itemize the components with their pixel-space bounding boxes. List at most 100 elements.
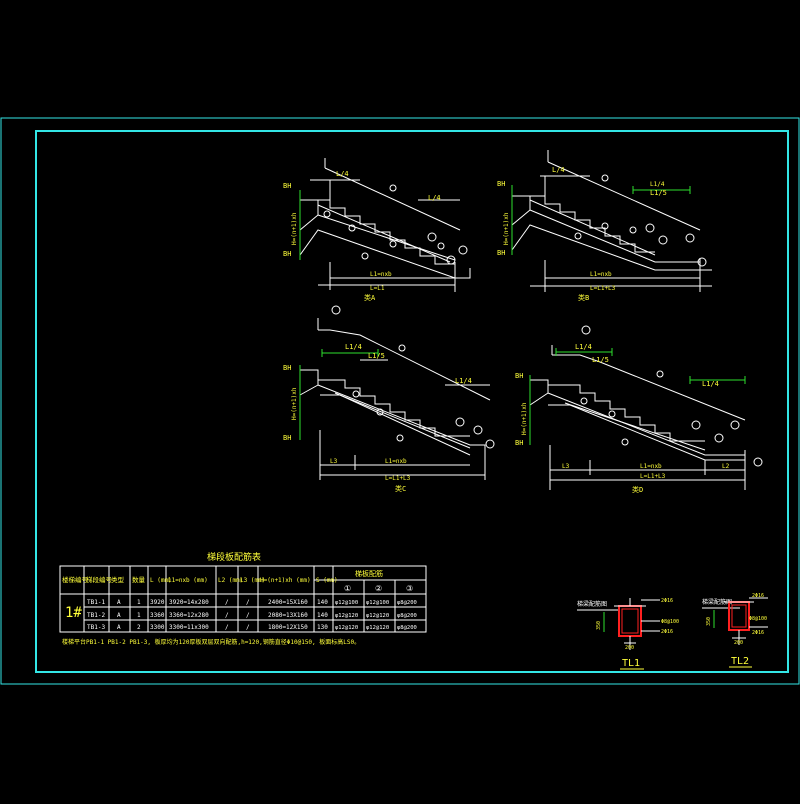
stair-a-label-3: L1=nxb bbox=[370, 271, 392, 278]
cell: 3360 bbox=[150, 612, 165, 619]
th-l: L (mm) bbox=[150, 577, 172, 584]
stair-section-c: L1/5 L1/4 L1/4 L3 L1=nxb L=L1+L3 H=(n+1)… bbox=[283, 305, 495, 493]
cell: 3920=14x280 bbox=[169, 599, 209, 606]
cell: 3300 bbox=[150, 624, 165, 631]
table-title: 梯段板配筋表 bbox=[207, 551, 261, 563]
stair-d-label-4: L3 bbox=[562, 463, 570, 470]
stair-section-b: L/4 L1/5 L1/4 L1=nxb L=L1+L3 H=(n+1)xh B… bbox=[497, 150, 712, 302]
table-row: TB1-1 A 1 3920 3920=14x280 / / 2400=15X1… bbox=[87, 599, 417, 606]
th-h: H=(n+1)xh (mm) bbox=[260, 577, 311, 584]
cell: / bbox=[246, 599, 250, 606]
tl2-bottom-bar: 2Φ16 bbox=[752, 630, 764, 636]
cell: 2 bbox=[137, 624, 141, 631]
cell: 2080=13X160 bbox=[268, 612, 308, 619]
th-rebar-1: ① bbox=[344, 584, 351, 593]
table-row: TB1-2 A 1 3360 3360=12x280 / / 2080=13X1… bbox=[87, 612, 417, 619]
outer-sheet-frame bbox=[0, 117, 800, 685]
th-l1: L1=nxb (mm) bbox=[168, 577, 208, 584]
tl1-height: 350 bbox=[596, 621, 602, 630]
reinforcement-table: 梯段板配筋表 楼梯编号 梯段编号 类型 数量 L (mm) L1=nxb (mm… bbox=[59, 551, 427, 646]
cell: φ8@200 bbox=[397, 613, 417, 619]
tl1-caption: 梯梁配筋图 bbox=[577, 600, 607, 608]
beam-tl1-section: 梯梁配筋图 2Φ16 Φ8@100 2Φ16 200 350 TL1 bbox=[577, 598, 679, 670]
stair-c-label-4: L3 bbox=[330, 458, 338, 465]
cell: / bbox=[225, 599, 229, 606]
stair-d-label-3: L1/4 bbox=[702, 380, 719, 388]
stair-b-elev-top: BH bbox=[497, 180, 505, 188]
cell: φ12@100 bbox=[366, 600, 389, 606]
stair-c-label-6: L=L1+L3 bbox=[385, 475, 411, 482]
tl1-stirrup: Φ8@100 bbox=[661, 619, 679, 625]
cell: / bbox=[246, 612, 250, 619]
cell: / bbox=[225, 624, 229, 631]
cell: A bbox=[117, 612, 121, 619]
stair-d-elev-top: BH bbox=[515, 372, 523, 380]
cell: 1 bbox=[137, 612, 141, 619]
cell: φ12@120 bbox=[335, 613, 358, 619]
tl1-bottom-bar: 2Φ16 bbox=[661, 629, 673, 635]
stair-a-label-2: L/4 bbox=[428, 194, 441, 202]
stair-d-elev-bottom: BH bbox=[515, 439, 523, 447]
cell: 140 bbox=[317, 599, 328, 606]
th-qty: 数量 bbox=[132, 575, 146, 584]
cell: TB1-2 bbox=[87, 612, 105, 619]
inner-drawing-border bbox=[35, 130, 789, 673]
stair-c-label-1: L1/5 bbox=[368, 352, 385, 360]
cell: / bbox=[246, 624, 250, 631]
stair-a-elev-bottom: BH bbox=[283, 250, 291, 258]
th-rebar: 梯板配筋 bbox=[355, 569, 383, 578]
stair-b-elev-bottom: BH bbox=[497, 249, 505, 257]
cell: / bbox=[225, 612, 229, 619]
th-s: S (mm) bbox=[316, 577, 338, 584]
cell: 1 bbox=[137, 599, 141, 606]
stair-c-elev-bottom: BH bbox=[283, 434, 291, 442]
th-rebar-3: ③ bbox=[406, 584, 413, 593]
stair-c-label-7: H=(n+1)xh bbox=[291, 387, 298, 420]
cell: φ12@120 bbox=[366, 613, 389, 619]
th-stair-no: 楼梯编号 bbox=[62, 575, 89, 584]
stair-d-label-7: L=L1+L3 bbox=[640, 473, 666, 480]
stair-a-elev-top: BH bbox=[283, 182, 291, 190]
th-flight-no: 梯段编号 bbox=[86, 575, 113, 584]
th-l3: L3 (mm) bbox=[240, 577, 265, 584]
stair-c-label-2: L1/4 bbox=[345, 343, 362, 351]
stair-section-d: L1/5 L1/4 L1/4 L3 L1=nxb L2 L=L1+L3 H=(n… bbox=[515, 325, 763, 494]
cell: TB1-3 bbox=[87, 624, 105, 631]
cell: 130 bbox=[317, 624, 328, 631]
stair-d-label-5: L1=nxb bbox=[640, 463, 662, 470]
stair-c-caption: 类C bbox=[395, 484, 406, 493]
cell: A bbox=[117, 599, 121, 606]
cell: φ12@120 bbox=[335, 625, 358, 631]
tl1-top-bar: 2Φ16 bbox=[661, 598, 673, 604]
stair-d-label-6: L2 bbox=[722, 463, 730, 470]
stair-a-label-1: L/4 bbox=[336, 170, 349, 178]
cell: φ8@200 bbox=[397, 625, 417, 631]
beam-tl2-section: 梯梁配筋图 2Φ16 Φ8@100 2Φ16 200 350 TL2 bbox=[702, 593, 768, 668]
stair-b-label-4: L1=nxb bbox=[590, 271, 612, 278]
table-note: 楼梯平台PB1-1 PB1-2 PB1-3, 板厚均为120厚板双层双向配筋,h… bbox=[62, 638, 360, 646]
cell: φ8@200 bbox=[397, 600, 417, 606]
cell: A bbox=[117, 624, 121, 631]
stair-group-label: 1# bbox=[65, 605, 82, 621]
stair-d-label-8: H=(n+1)xh bbox=[521, 402, 528, 435]
th-l2: L2 (mm) bbox=[218, 577, 243, 584]
tl2-caption: 梯梁配筋图 bbox=[702, 598, 732, 606]
stair-a-label-4: L=L1 bbox=[370, 285, 385, 292]
tl2-name: TL2 bbox=[731, 656, 749, 667]
cell: 3360=12x280 bbox=[169, 612, 209, 619]
th-type: 类型 bbox=[111, 575, 125, 584]
cell: 1800=12X150 bbox=[268, 624, 308, 631]
cell: 2400=15X160 bbox=[268, 599, 308, 606]
stair-c-label-5: L1=nxb bbox=[385, 458, 407, 465]
tl1-width: 200 bbox=[625, 645, 634, 651]
stair-b-caption: 类B bbox=[578, 293, 589, 302]
cell: 3920 bbox=[150, 599, 165, 606]
table-row: TB1-3 A 2 3300 3300=11x300 / / 1800=12X1… bbox=[87, 624, 417, 631]
stair-d-label-1: L1/5 bbox=[592, 356, 609, 364]
stair-b-label-1: L/4 bbox=[552, 166, 565, 174]
stair-b-label-3: L1/4 bbox=[650, 181, 665, 188]
th-rebar-2: ② bbox=[375, 584, 382, 593]
cell: 140 bbox=[317, 612, 328, 619]
